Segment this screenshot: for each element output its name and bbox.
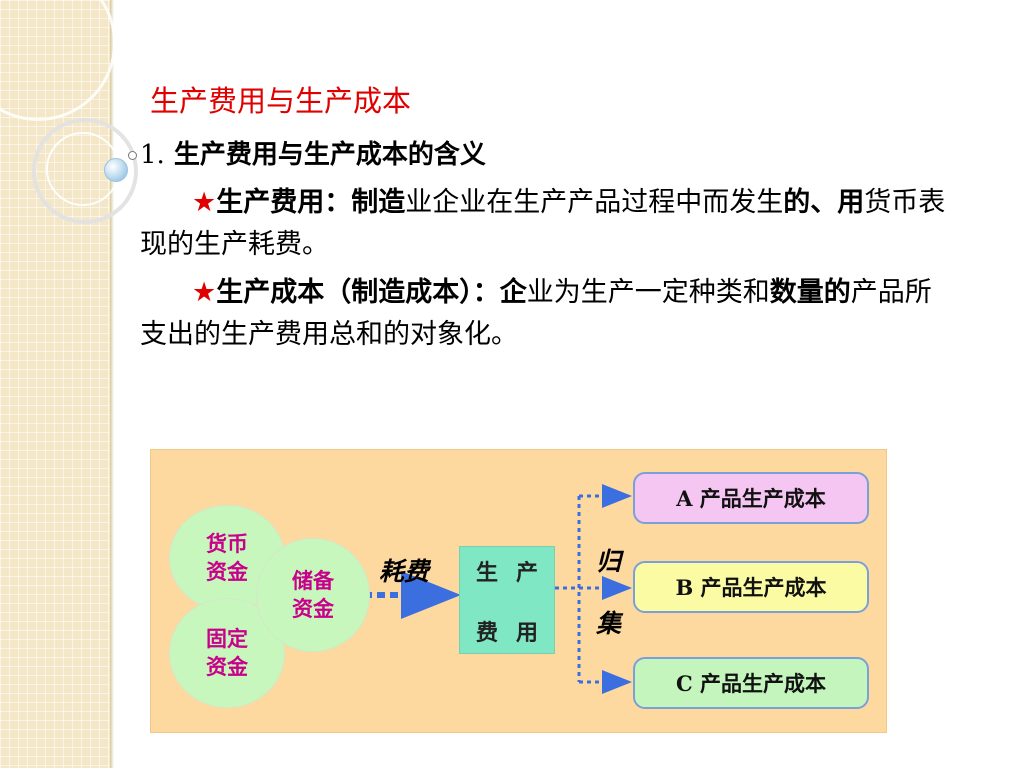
section-heading: 1. 生产费用与生产成本的含义: [140, 134, 486, 171]
product-b-cost-box: B 产品生产成本: [633, 561, 869, 613]
definition-production-expense: ★生产费用：制造业企业在生产产品过程中而发生的、用货币表现的生产耗费。: [140, 182, 950, 266]
gather-label: 归: [596, 547, 622, 576]
definition-term: 的、用: [783, 187, 865, 218]
decorative-ring: [32, 118, 138, 224]
star-icon: ★: [192, 187, 217, 218]
definition-text: 产品所支出的生产费用总和的对象化。: [140, 277, 932, 350]
product-c-cost-box: C 产品生产成本: [633, 657, 869, 709]
definition-text: 货币表现的生产耗费。: [140, 187, 946, 260]
slide-title: 生产费用与生产成本: [150, 84, 412, 118]
star-icon: ★: [192, 277, 217, 308]
reserve-funds-circle: 储备资金: [256, 538, 370, 652]
definition-term: 生产成本（制造成本）：企: [216, 277, 527, 308]
production-expense-box: 生 产 费 用: [459, 546, 555, 654]
definition-text: 业为生产一定种类和: [526, 277, 770, 308]
gather-label: 集: [596, 609, 622, 638]
section-number: 1.: [140, 140, 165, 170]
decorative-bead: [104, 158, 128, 182]
side-strip-edge: [110, 0, 114, 768]
cost-flow-diagram: 货币资金 固定资金 储备资金 耗费 生 产 费 用 归 集 A 产品生产成本 B…: [150, 449, 887, 733]
definition-term: 数量的: [769, 277, 851, 308]
bullet-icon: [128, 151, 137, 160]
consume-label: 耗费: [379, 557, 430, 586]
section-heading-text: 生产费用与生产成本的含义: [164, 140, 486, 170]
definition-production-cost: ★生产成本（制造成本）：企业为生产一定种类和数量的产品所支出的生产费用总和的对象…: [140, 272, 950, 356]
product-a-cost-box: A 产品生产成本: [633, 472, 869, 524]
definition-text: 业企业在生产产品过程中而发生: [405, 187, 784, 218]
definition-term: 生产费用：制造: [216, 187, 406, 218]
